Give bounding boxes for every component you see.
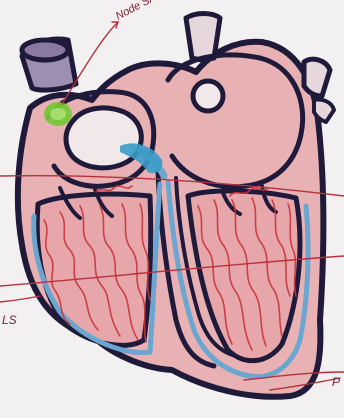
pulmonary-vein-opening xyxy=(193,81,223,111)
pulmonary-vessel-right xyxy=(304,59,330,96)
aorta-opening xyxy=(22,40,68,60)
right-atrium-inner xyxy=(66,108,141,168)
sa-node xyxy=(44,102,72,126)
left-edge-label: LS xyxy=(2,313,17,327)
pulmonary-vessel-top xyxy=(186,14,220,60)
right-edge-label: P xyxy=(332,375,340,389)
